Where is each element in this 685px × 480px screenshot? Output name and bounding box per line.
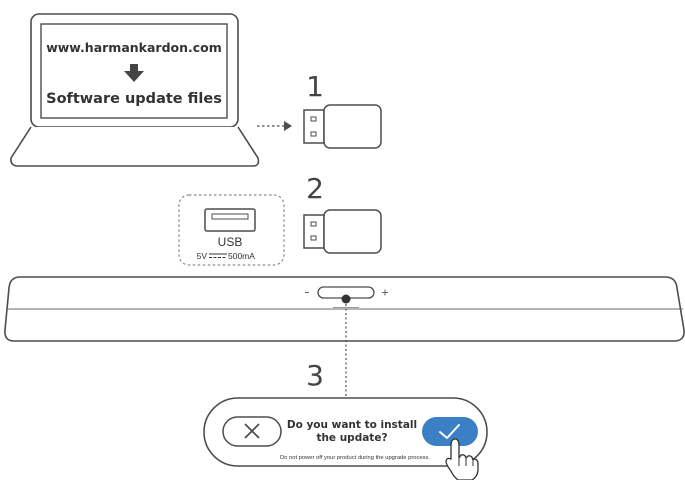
step-1-number: 1 <box>306 70 324 103</box>
cancel-button[interactable] <box>222 416 282 447</box>
usb-port-voltage: 5V <box>197 251 208 261</box>
laptop-base <box>10 126 260 167</box>
pointing-hand-icon <box>445 438 479 480</box>
usb-drive-step-2 <box>303 209 382 254</box>
laptop-files-label: Software update files <box>46 91 222 107</box>
step-3-number: 3 <box>306 359 324 392</box>
download-arrow-icon <box>124 64 144 82</box>
close-icon <box>244 423 260 439</box>
check-icon <box>439 424 460 439</box>
transfer-arrow <box>257 121 292 131</box>
laptop: www.harmankardon.com Software update fil… <box>10 13 260 167</box>
update-dialog: Do you want to install the update? Do no… <box>203 397 488 467</box>
soundbar <box>4 276 685 342</box>
dialog-question-line1: Do you want to install <box>287 419 417 431</box>
volume-up-icon <box>382 289 388 296</box>
usb-port-location-dot <box>341 294 351 304</box>
usb-port-panel: USB 5V 500mA <box>178 194 285 266</box>
usb-port-current: 500mA <box>228 251 255 261</box>
usb-port-label: USB <box>218 235 243 249</box>
usb-port-icon <box>204 208 256 232</box>
dialog-warning: Do not power off your product during the… <box>280 455 430 461</box>
dc-symbol-icon <box>209 253 227 259</box>
confirm-button[interactable] <box>422 417 478 446</box>
dialog-question-line2: the update? <box>316 432 387 444</box>
laptop-url: www.harmankardon.com <box>46 40 222 55</box>
usb-drive-step-1 <box>303 104 382 149</box>
step-2-number: 2 <box>306 172 324 205</box>
